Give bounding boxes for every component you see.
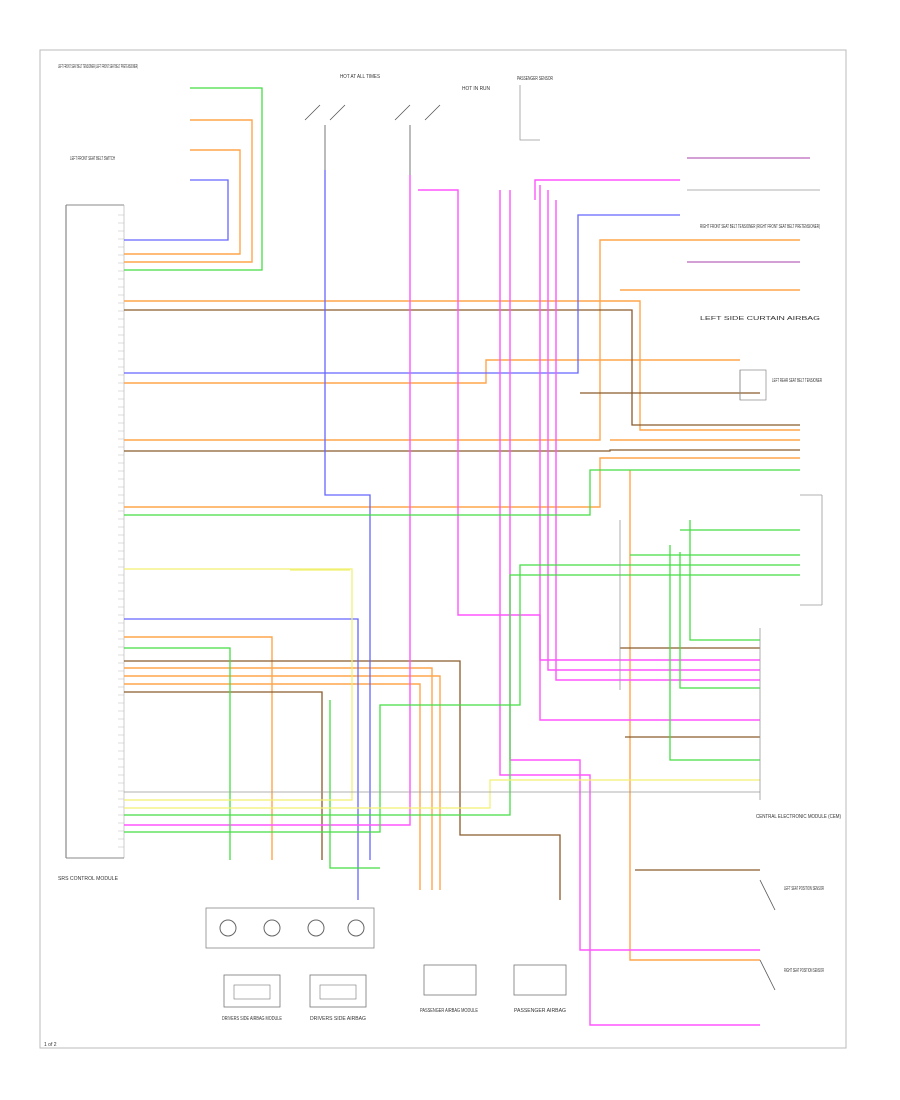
label-left-seat-position-sensor: LEFT SEAT POSITION SENSOR	[784, 886, 824, 892]
violet-wires	[687, 157, 810, 263]
label-left-side-curtain: LEFT SIDE CURTAIN AIRBAG	[700, 316, 820, 322]
ignition-switch-symbols	[304, 104, 441, 175]
drivers-airbag-box	[309, 974, 367, 1008]
label-passenger-airbag-module: PASSENGER AIRBAG MODULE	[420, 1008, 479, 1014]
label-central-electronic-module: CENTRAL ELECTRONIC MODULE (CEM)	[756, 814, 841, 820]
passenger-airbag-box	[513, 964, 567, 996]
label-passenger-airbag: PASSENGER AIRBAG	[514, 1008, 566, 1014]
passenger-airbag-module-box	[423, 964, 477, 996]
left-seat-sensor-box	[739, 369, 767, 401]
label-left-seat-belt-switch: LEFT FRONT SEAT BELT SWITCH	[70, 156, 115, 162]
label-hot-at-all-times: HOT AT ALL TIMES	[340, 74, 381, 80]
left-seat-belt-switch-symbol	[759, 879, 776, 991]
yellow-wires	[124, 568, 760, 809]
clockspring-connector	[205, 907, 375, 949]
gray-wires	[124, 85, 820, 793]
label-hot-in-run: HOT IN RUN	[462, 86, 490, 92]
blue-wires	[124, 170, 680, 900]
label-drivers-side-airbag-module: DRIVERS SIDE AIRBAG MODULE	[222, 1016, 283, 1022]
label-right-seat-position-sensor: RIGHT SEAT POSITION SENSOR	[784, 968, 824, 974]
label-srs-control-module: SRS CONTROL MODULE	[58, 876, 119, 882]
label-right-front-tensioner: RIGHT FRONT SEAT BELT TENSIONER (RIGHT F…	[700, 224, 820, 230]
green-wires	[124, 87, 800, 869]
label-passenger-sensor: PASSENGER SENSOR	[517, 76, 553, 82]
label-left-front-tensioner: LEFT FRONT SEAT BELT TENSIONER (LEFT FRO…	[58, 64, 138, 70]
label-left-rear-tensioner: LEFT REAR SEAT BELT TENSIONER	[772, 378, 822, 384]
brown-wires	[124, 309, 800, 900]
connector-pin-ticks	[118, 214, 124, 848]
label-drivers-side-airbag: DRIVERS SIDE AIRBAG	[310, 1016, 366, 1022]
right-connector	[759, 494, 823, 800]
diagram-frame	[39, 49, 847, 1049]
orange-wires	[124, 119, 800, 961]
footer-page-indicator: 1 of 2	[44, 1042, 57, 1048]
drivers-airbag-module-box	[223, 974, 281, 1008]
srs-module-body	[65, 204, 125, 859]
magenta-wires	[124, 175, 760, 1026]
